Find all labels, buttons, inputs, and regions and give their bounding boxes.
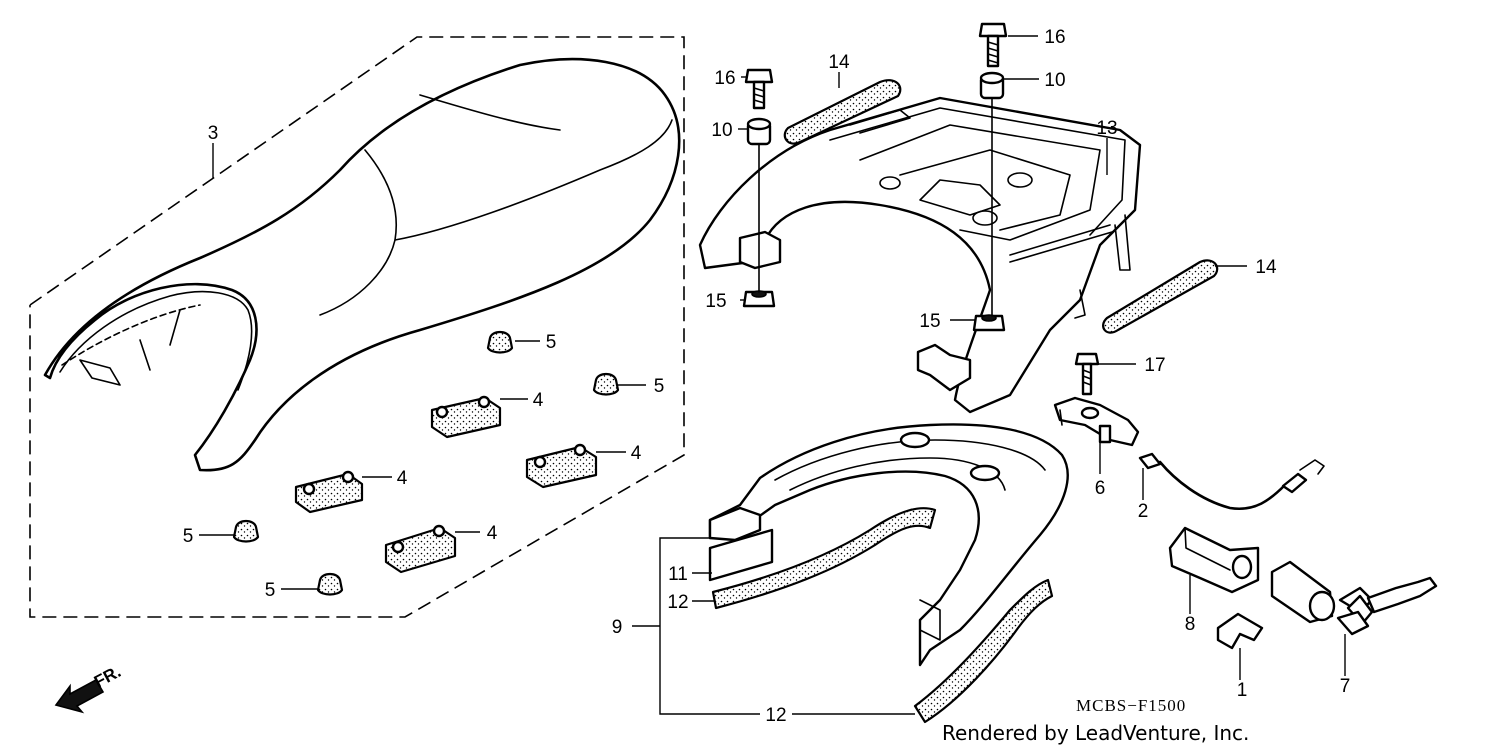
- rubber-foot-c: [232, 519, 260, 543]
- seat-part: [43, 57, 681, 472]
- callout-4-d: 4: [487, 523, 498, 544]
- callout-7: 7: [1340, 676, 1351, 697]
- caution-label: [708, 528, 774, 582]
- rubber-foot-a: [486, 330, 514, 354]
- rendering-credit: Rendered by LeadVenture, Inc.: [942, 721, 1249, 745]
- callout-5-d: 5: [265, 580, 276, 601]
- collar-left: [746, 117, 772, 146]
- callout-6: 6: [1095, 478, 1106, 499]
- lock-cover: [1168, 526, 1260, 594]
- rubber-foot-d: [316, 572, 344, 596]
- callout-5-a: 5: [546, 332, 557, 353]
- bolt-right: [978, 22, 1008, 68]
- callout-14-a: 14: [828, 52, 850, 73]
- seat-kit-box: [29, 36, 685, 618]
- callout-10-a: 10: [711, 120, 732, 141]
- callout-9: 9: [612, 617, 623, 638]
- callout-16-a: 16: [714, 68, 735, 89]
- grab-rail: [708, 423, 1069, 667]
- callout-4-a: 4: [533, 390, 544, 411]
- callout-12-b: 12: [765, 705, 786, 726]
- grip-rubber-b: [1102, 259, 1219, 334]
- callout-4-c: 4: [397, 468, 408, 489]
- callout-10-b: 10: [1044, 70, 1065, 91]
- callout-17: 17: [1144, 355, 1165, 376]
- rubber-foot-b: [592, 372, 620, 396]
- rail-rubber-upper: [711, 507, 937, 610]
- callout-3: 3: [208, 123, 219, 144]
- nut-right: [972, 314, 1006, 332]
- cushion-part-a: [430, 395, 502, 439]
- rear-carrier-rack: [698, 96, 1142, 414]
- lock-bracket: [1053, 396, 1140, 447]
- nut-left: [742, 290, 776, 308]
- rail-rubber-lower: [913, 578, 1054, 724]
- diagram-code: MCBS−F1500: [1076, 696, 1186, 715]
- callout-2: 2: [1138, 501, 1149, 522]
- callout-15-a: 15: [705, 291, 726, 312]
- callout-8: 8: [1185, 614, 1196, 635]
- callout-4-b: 4: [631, 443, 642, 464]
- bolt-17: [1074, 352, 1100, 396]
- leader-lines: [199, 35, 1346, 715]
- callout-1: 1: [1237, 680, 1248, 701]
- cushion-part-d: [384, 524, 457, 574]
- callout-13: 13: [1096, 118, 1117, 139]
- callout-15-b: 15: [919, 311, 940, 332]
- seat-lock-cable: [1138, 452, 1325, 511]
- callout-5-b: 5: [654, 376, 665, 397]
- callout-14-b: 14: [1255, 257, 1277, 278]
- callout-11: 11: [668, 564, 688, 585]
- leader-lines-extra: [738, 76, 748, 130]
- callout-16-b: 16: [1044, 27, 1065, 48]
- seat-lock-set: [1270, 560, 1438, 636]
- cushion-part-c: [294, 470, 364, 514]
- callout-labels: 1 2 3 4 4 4 4 5 5 5 5 6 7 8 9 10 10 11 1…: [183, 27, 1351, 726]
- bolt-left: [744, 68, 774, 110]
- lock-clip: [1216, 612, 1264, 650]
- callout-5-c: 5: [183, 526, 194, 547]
- grip-rubber-a: [783, 79, 902, 145]
- collar-right: [979, 71, 1005, 100]
- cushion-part-b: [525, 443, 598, 489]
- front-direction-arrow: FR.: [54, 662, 124, 714]
- callout-12-a: 12: [667, 592, 688, 613]
